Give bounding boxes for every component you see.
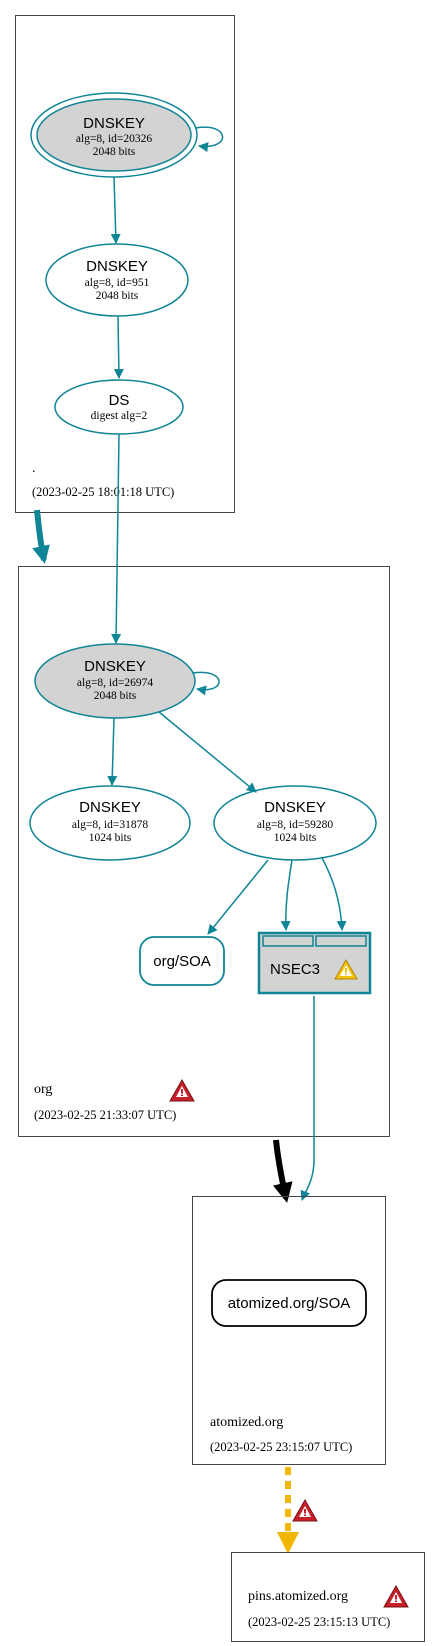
edge-org-ksk-to-zsk2 bbox=[158, 711, 257, 793]
root-zsk-alg: alg=8, id=951 bbox=[85, 277, 150, 289]
zone-root-name: . bbox=[32, 461, 36, 476]
warning-triangle-icon bbox=[334, 959, 358, 980]
org-nsec3-header-right bbox=[315, 935, 367, 947]
org-zsk2-alg: alg=8, id=59280 bbox=[257, 819, 333, 831]
zone-pins-name: pins.atomized.org bbox=[248, 1589, 348, 1604]
delegation-root-to-org bbox=[32, 509, 50, 564]
zone-org-error-icon bbox=[169, 1078, 195, 1102]
org-ds-node[interactable]: DS digest alg=2 bbox=[54, 379, 184, 435]
delegation-error-icon bbox=[292, 1498, 318, 1522]
root-ksk-alg: alg=8, id=20326 bbox=[76, 133, 152, 145]
edge-nsec3-to-atomized bbox=[300, 996, 315, 1201]
atomized-soa-box bbox=[211, 1279, 367, 1327]
zone-pins-box bbox=[231, 1552, 425, 1642]
org-zsk1-ellipse bbox=[29, 785, 191, 861]
zone-org-box bbox=[18, 566, 390, 1137]
edge-root-zsk-to-ds bbox=[113, 315, 124, 379]
org-ds-title: DS bbox=[109, 392, 130, 409]
org-zsk1-alg: alg=8, id=31878 bbox=[72, 819, 148, 831]
root-zsk-bits: 2048 bits bbox=[96, 290, 139, 302]
org-nsec3-label: NSEC3 bbox=[270, 961, 320, 978]
org-zsk2-bits: 1024 bits bbox=[274, 832, 317, 844]
root-zsk-node[interactable]: DNSKEY alg=8, id=951 2048 bits bbox=[45, 243, 189, 317]
org-zsk2-node[interactable]: DNSKEY alg=8, id=59280 1024 bits bbox=[213, 785, 377, 861]
org-ksk-node[interactable]: DNSKEY alg=8, id=26974 2048 bits bbox=[34, 643, 196, 719]
org-nsec3-header-left bbox=[262, 935, 314, 947]
org-zsk2-ellipse bbox=[213, 785, 377, 861]
root-ksk-inner-ellipse bbox=[36, 98, 192, 172]
zone-atomized-box bbox=[192, 1196, 386, 1465]
zone-org-name: org bbox=[34, 1082, 52, 1097]
org-ksk-self-loop bbox=[192, 671, 220, 696]
org-soa-node[interactable]: org/SOA bbox=[139, 936, 225, 986]
root-zsk-ellipse bbox=[45, 243, 189, 317]
zone-atomized-name: atomized.org bbox=[210, 1415, 283, 1430]
zone-root-timestamp: (2023-02-25 18:01:18 UTC) bbox=[32, 485, 174, 499]
edge-ds-to-org-ksk bbox=[111, 433, 122, 644]
root-ksk-title: DNSKEY bbox=[83, 115, 145, 132]
zone-org: org (2023-02-25 21:33:07 UTC) bbox=[18, 566, 390, 1137]
edge-root-ksk-to-zsk bbox=[110, 176, 121, 244]
org-zsk1-title: DNSKEY bbox=[79, 799, 141, 816]
org-soa-label: org/SOA bbox=[153, 953, 211, 970]
edge-org-zsk2-to-nsec3-b bbox=[321, 857, 347, 931]
edge-org-zsk2-to-soa bbox=[207, 859, 269, 935]
edge-org-zsk2-to-nsec3-a bbox=[280, 859, 293, 931]
org-soa-box bbox=[139, 936, 225, 986]
root-ksk-bits: 2048 bits bbox=[93, 146, 136, 158]
zone-root-box bbox=[15, 15, 235, 513]
atomized-soa-node[interactable]: atomized.org/SOA bbox=[211, 1279, 367, 1327]
org-ds-digest: digest alg=2 bbox=[91, 410, 148, 422]
org-zsk1-bits: 1024 bits bbox=[89, 832, 132, 844]
org-zsk1-node[interactable]: DNSKEY alg=8, id=31878 1024 bits bbox=[29, 785, 191, 861]
root-zsk-title: DNSKEY bbox=[86, 258, 148, 275]
zone-pins: pins.atomized.org (2023-02-25 23:15:13 U… bbox=[231, 1552, 425, 1642]
root-ksk-node[interactable]: DNSKEY alg=8, id=20326 2048 bits bbox=[30, 92, 198, 178]
org-nsec3-node[interactable]: NSEC3 bbox=[257, 931, 372, 995]
zone-pins-timestamp: (2023-02-25 23:15:13 UTC) bbox=[248, 1615, 390, 1629]
zone-org-timestamp: (2023-02-25 21:33:07 UTC) bbox=[34, 1108, 176, 1122]
edge-org-ksk-to-zsk1 bbox=[107, 717, 118, 786]
zone-atomized: atomized.org (2023-02-25 23:15:07 UTC) bbox=[192, 1196, 386, 1465]
org-zsk2-title: DNSKEY bbox=[264, 799, 326, 816]
root-ksk-self-loop bbox=[194, 126, 224, 153]
org-ksk-alg: alg=8, id=26974 bbox=[77, 677, 153, 689]
org-ksk-bits: 2048 bits bbox=[94, 690, 137, 702]
delegation-org-to-atomized bbox=[272, 1139, 293, 1203]
org-ksk-title: DNSKEY bbox=[84, 658, 146, 675]
atomized-soa-label: atomized.org/SOA bbox=[228, 1295, 351, 1312]
org-ksk-ellipse bbox=[34, 643, 196, 719]
zone-root: . (2023-02-25 18:01:18 UTC) bbox=[15, 15, 235, 513]
zone-atomized-timestamp: (2023-02-25 23:15:07 UTC) bbox=[210, 1440, 352, 1454]
zone-pins-error-icon bbox=[383, 1584, 409, 1608]
